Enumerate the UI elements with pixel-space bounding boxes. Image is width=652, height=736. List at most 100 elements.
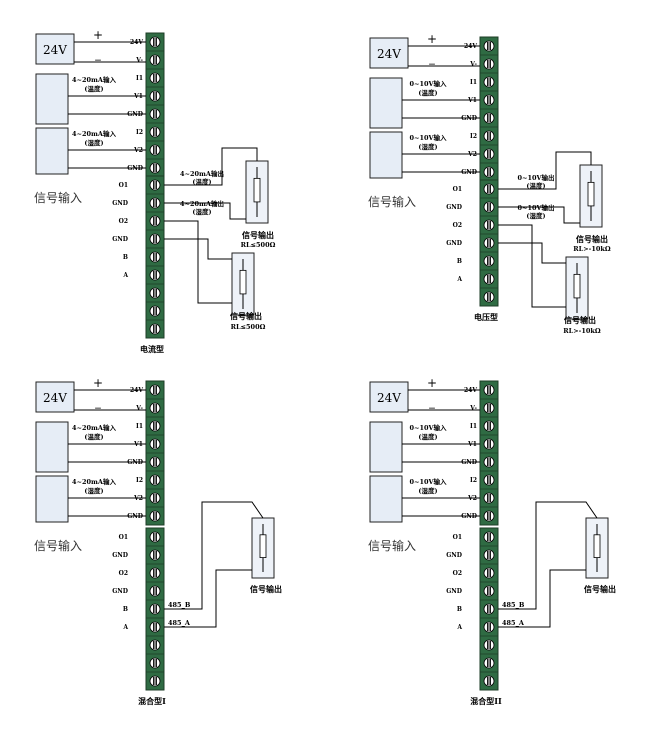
input-2-label: 4~20mA输入 (72, 477, 116, 486)
resistor-symbol (593, 534, 601, 559)
load-1 (245, 160, 269, 224)
terminal-label: I1 (136, 75, 143, 82)
power-supply-box (35, 381, 75, 413)
terminal-label: I2 (470, 133, 477, 140)
load-2 (565, 256, 589, 320)
input-2-label: 0~10V输入 (409, 477, 447, 486)
panel-2: 24VV-I1V1GNDI2V2GNDO1GNDO2GNDBA24V+—0~10… (368, 32, 611, 335)
terminal-strip-bottom (479, 179, 499, 307)
terminal-label: GND (446, 204, 462, 211)
load-1-rating: RL>-10kΩ (573, 245, 611, 253)
terminal-screw (483, 675, 495, 687)
panel-4: 24VV-I1V1GNDI2V2GNDO1GNDO2GNDBA24V+—0~10… (368, 376, 616, 706)
terminal-label: GND (112, 552, 128, 559)
input-2-label: 0~10V输入 (409, 133, 447, 142)
terminal-strip-bottom (145, 527, 165, 691)
input-2-sub: (湿度) (418, 486, 437, 495)
power-supply-label: 24V (43, 43, 67, 57)
terminal-label: I1 (470, 423, 477, 430)
terminal-screw (149, 438, 161, 450)
terminal-label: GND (112, 236, 128, 243)
plus-sign: + (427, 376, 437, 390)
input-box-2 (35, 475, 69, 523)
terminal-screw (483, 531, 495, 543)
terminal-screw (149, 54, 161, 66)
terminal-screw (483, 420, 495, 432)
rs485-device (585, 517, 609, 579)
terminal-screw (483, 237, 495, 249)
terminal-label: GND (446, 552, 462, 559)
signal-input-label: 信号输入 (34, 190, 82, 205)
output-2-label: 0~10V输出 (517, 203, 554, 212)
load-2-rating: RL≤500Ω (231, 323, 266, 331)
terminal-label: GND (446, 240, 462, 247)
terminal-screw (149, 384, 161, 396)
wire-485-b (498, 501, 598, 610)
input-2-label: 4~20mA输入 (72, 129, 116, 138)
terminal-label: I2 (136, 477, 143, 484)
terminal-screw (149, 657, 161, 669)
terminal-label: B (457, 258, 462, 265)
terminal-screw (149, 323, 161, 335)
wire-output-2 (164, 238, 232, 260)
terminal-screw (149, 90, 161, 102)
input-box-1 (35, 421, 69, 473)
terminal-screw (483, 657, 495, 669)
terminal-screw (149, 567, 161, 579)
load-2 (231, 252, 255, 316)
terminal-screw (483, 219, 495, 231)
terminal-screw (149, 549, 161, 561)
terminal-screw (483, 255, 495, 267)
signal-input-label: 信号输入 (368, 538, 416, 553)
load-1 (579, 164, 603, 228)
minus-sign: — (95, 56, 102, 64)
terminal-label: O1 (453, 534, 462, 541)
terminal-screw (149, 621, 161, 633)
bus-a-label: 485_A (168, 619, 191, 627)
terminal-screw (149, 144, 161, 156)
terminal-screw (149, 233, 161, 245)
minus-sign: — (429, 404, 436, 412)
terminal-screw (149, 474, 161, 486)
terminal-label: A (456, 624, 462, 631)
panel-title: 混合型I (138, 696, 166, 706)
terminal-label: V- (469, 61, 477, 68)
terminal-screw (149, 675, 161, 687)
terminal-screw (149, 420, 161, 432)
power-supply-box (369, 37, 409, 69)
terminal-screw (483, 603, 495, 615)
terminal-label: A (122, 624, 128, 631)
wire-output-1-gnd (498, 206, 580, 224)
terminal-screw (149, 108, 161, 120)
terminal-screw (483, 621, 495, 633)
terminal-label: A (456, 276, 462, 283)
terminal-screw (483, 567, 495, 579)
terminal-strip-top (479, 380, 499, 526)
terminal-screw (149, 492, 161, 504)
terminal-screw (149, 456, 161, 468)
wire-output-2-gnd (164, 220, 232, 304)
terminal-screw (483, 166, 495, 178)
terminal-label: O1 (119, 182, 128, 189)
resistor-symbol (259, 534, 267, 559)
terminal-screw (149, 162, 161, 174)
wire-output-2 (498, 242, 566, 264)
resistor-symbol (253, 177, 261, 203)
terminal-label: V- (469, 405, 477, 412)
terminal-screw (149, 585, 161, 597)
panel-title: 电压型 (474, 312, 498, 322)
terminal-label: O2 (453, 222, 462, 229)
terminal-label: GND (446, 588, 462, 595)
terminal-screw (149, 639, 161, 651)
terminal-label: I2 (136, 129, 143, 136)
signal-output-label: 信号输出 (584, 584, 616, 594)
input-1-sub: (温度) (418, 432, 437, 441)
wire-output-1 (164, 147, 258, 186)
bus-b-label: 485_B (502, 601, 525, 609)
input-2-sub: (湿度) (84, 486, 103, 495)
panel-3: 24VV-I1V1GNDI2V2GNDO1GNDO2GNDBA24V+—4~20… (34, 376, 282, 706)
terminal-screw (483, 291, 495, 303)
terminal-screw (483, 474, 495, 486)
